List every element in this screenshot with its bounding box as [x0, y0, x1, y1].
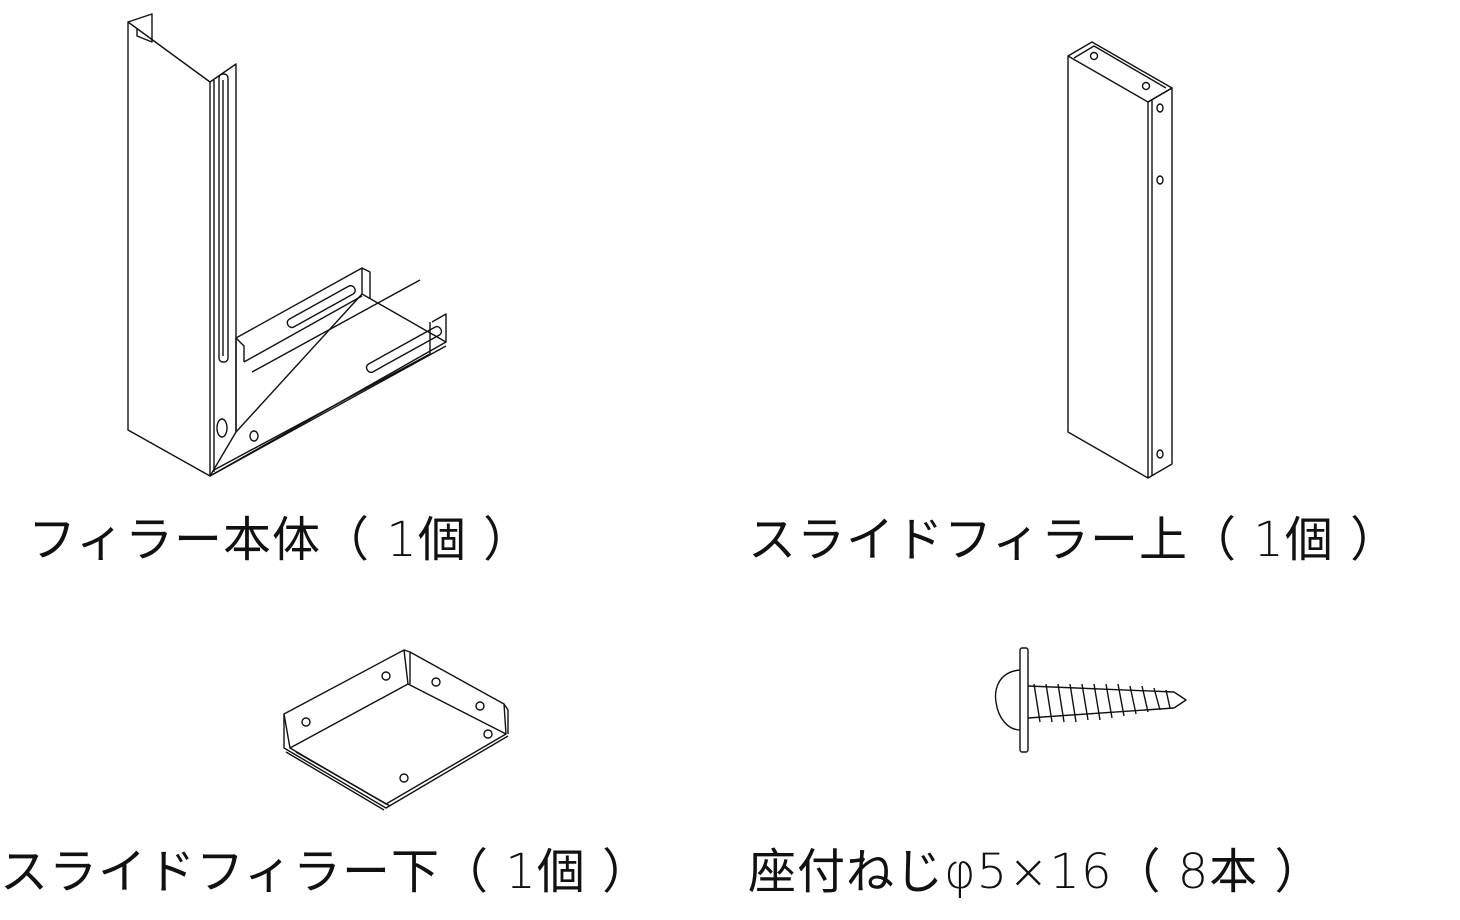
- lower-front-wall: [284, 714, 508, 808]
- washer-screw-label: 座付ねじφ5×16（ 8本 ）: [748, 844, 1324, 900]
- lower-hole-5: [484, 730, 492, 738]
- filler-body-tray-slot-left: [286, 284, 357, 329]
- screw-threads: [1034, 684, 1170, 722]
- lower-hole-6: [400, 774, 408, 782]
- lower-hole-2: [382, 672, 390, 680]
- upper-side-hole-3: [1157, 450, 1163, 458]
- lower-hole-1: [302, 718, 310, 726]
- screw-washer: [1020, 648, 1028, 752]
- upper-top-hole-1: [1091, 53, 1098, 60]
- upper-side-hole-1: [1157, 104, 1163, 112]
- filler-body-side-flange: [210, 64, 236, 476]
- lower-hole-3: [432, 678, 440, 686]
- lower-right-wall: [408, 652, 506, 734]
- upper-side-hole-2: [1157, 176, 1163, 184]
- filler-body-bottom-tray: [236, 268, 362, 432]
- filler-body-tray-slot-right: [365, 325, 443, 374]
- screw-shank: [1028, 686, 1174, 718]
- filler-body-top-flange: [128, 14, 152, 42]
- upper-top-hole-2: [1143, 83, 1150, 90]
- lower-hole-4: [476, 702, 484, 710]
- filler-body-tray-hole: [250, 431, 258, 441]
- filler-body-vertical-slot: [219, 74, 228, 362]
- slide-filler-lower-label: スライドフィラー下（ 1個 ）: [0, 844, 652, 900]
- filler-body-label: フィラー本体（ 1個 ）: [28, 512, 533, 568]
- filler-body-hole: [217, 419, 227, 437]
- slide-filler-upper-label: スライドフィラー上（ 1個 ）: [748, 512, 1400, 568]
- screw-head: [996, 670, 1020, 730]
- upper-side-face: [1148, 88, 1172, 478]
